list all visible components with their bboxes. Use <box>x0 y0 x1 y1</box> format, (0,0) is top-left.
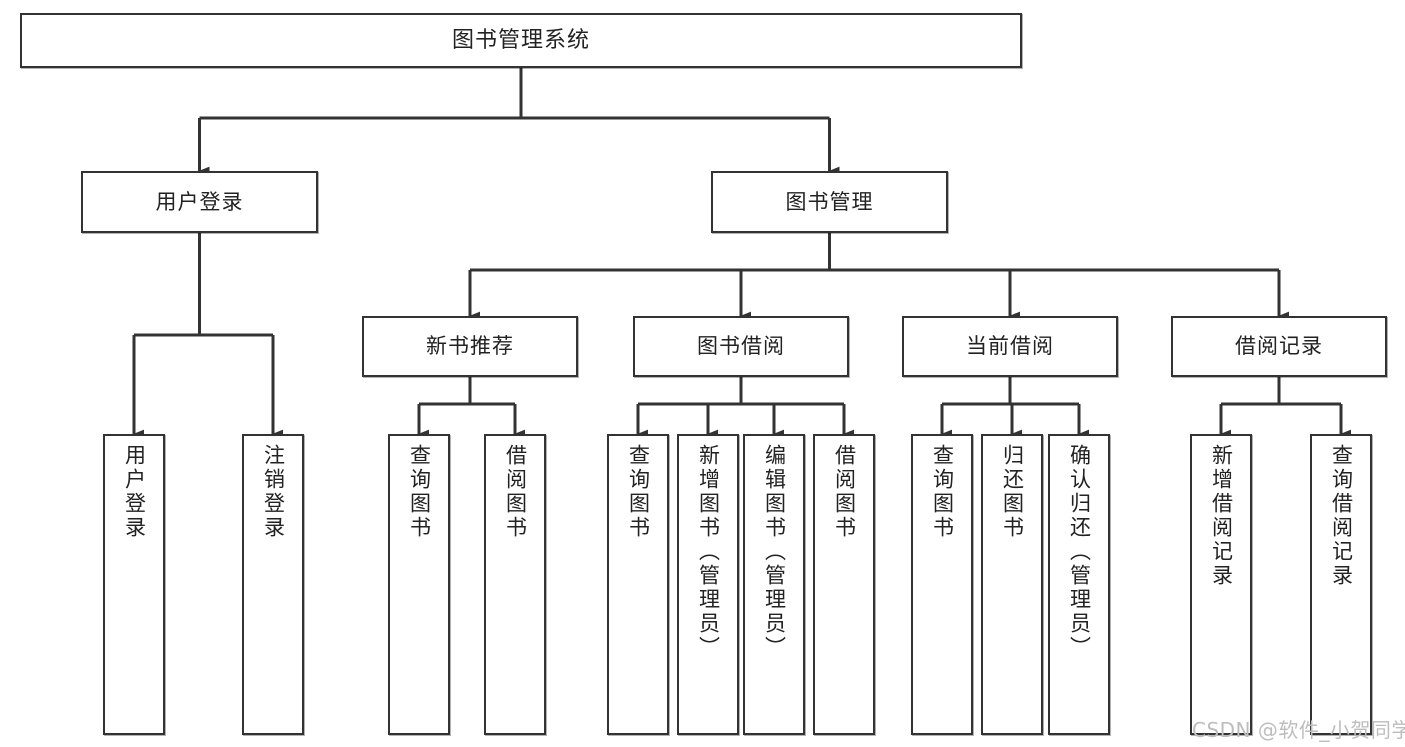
node-label-current: 当前借阅 <box>966 334 1054 359</box>
node-box-l9[interactable]: 查询图书 <box>911 434 973 735</box>
node-box-l1[interactable]: 用户登录 <box>103 434 165 735</box>
node-label-l9: 查询图书 <box>930 444 955 540</box>
node-box-l2[interactable]: 注销登录 <box>242 434 304 735</box>
node-label-l1: 用户登录 <box>122 444 147 540</box>
node-label-l5: 查询图书 <box>626 444 651 540</box>
node-label-bookmgmt: 图书管理 <box>785 189 874 214</box>
node-label-newbook: 新书推荐 <box>426 334 514 359</box>
node-box-l4[interactable]: 借阅图书 <box>484 434 546 735</box>
node-box-root[interactable]: 图书管理系统 <box>20 13 1022 68</box>
node-label-login: 用户登录 <box>155 189 244 214</box>
node-box-l10[interactable]: 归还图书 <box>981 434 1043 735</box>
node-label-records: 借阅记录 <box>1235 334 1323 359</box>
node-box-current[interactable]: 当前借阅 <box>902 316 1118 377</box>
node-box-l7[interactable]: 编辑图书（管理员） <box>743 434 805 735</box>
node-box-newbook[interactable]: 新书推荐 <box>362 316 578 377</box>
node-box-borrow[interactable]: 图书借阅 <box>633 316 849 377</box>
node-box-l13[interactable]: 查询借阅记录 <box>1310 434 1372 735</box>
node-label-l2: 注销登录 <box>261 444 286 540</box>
node-box-l12[interactable]: 新增借阅记录 <box>1190 434 1252 735</box>
node-box-login[interactable]: 用户登录 <box>81 171 318 233</box>
node-label-l12: 新增借阅记录 <box>1209 444 1234 588</box>
node-label-root: 图书管理系统 <box>451 27 590 53</box>
node-label-l7: 编辑图书（管理员） <box>762 444 787 660</box>
node-label-l10: 归还图书 <box>1000 444 1025 540</box>
node-label-l11: 确认归还（管理员） <box>1067 444 1092 660</box>
node-box-l3[interactable]: 查询图书 <box>388 434 450 735</box>
edge-layer <box>132 68 1352 439</box>
node-label-l4: 借阅图书 <box>503 444 528 540</box>
node-label-l13: 查询借阅记录 <box>1329 444 1354 588</box>
node-box-l8[interactable]: 借阅图书 <box>813 434 875 735</box>
node-box-bookmgmt[interactable]: 图书管理 <box>711 171 948 233</box>
node-label-borrow: 图书借阅 <box>697 334 785 359</box>
node-box-records[interactable]: 借阅记录 <box>1171 316 1387 377</box>
node-label-l8: 借阅图书 <box>832 444 857 540</box>
node-label-l3: 查询图书 <box>407 444 432 540</box>
node-box-l5[interactable]: 查询图书 <box>607 434 669 735</box>
node-box-l6[interactable]: 新增图书（管理员） <box>677 434 739 735</box>
node-box-l11[interactable]: 确认归还（管理员） <box>1048 434 1110 735</box>
node-label-l6: 新增图书（管理员） <box>696 444 721 660</box>
